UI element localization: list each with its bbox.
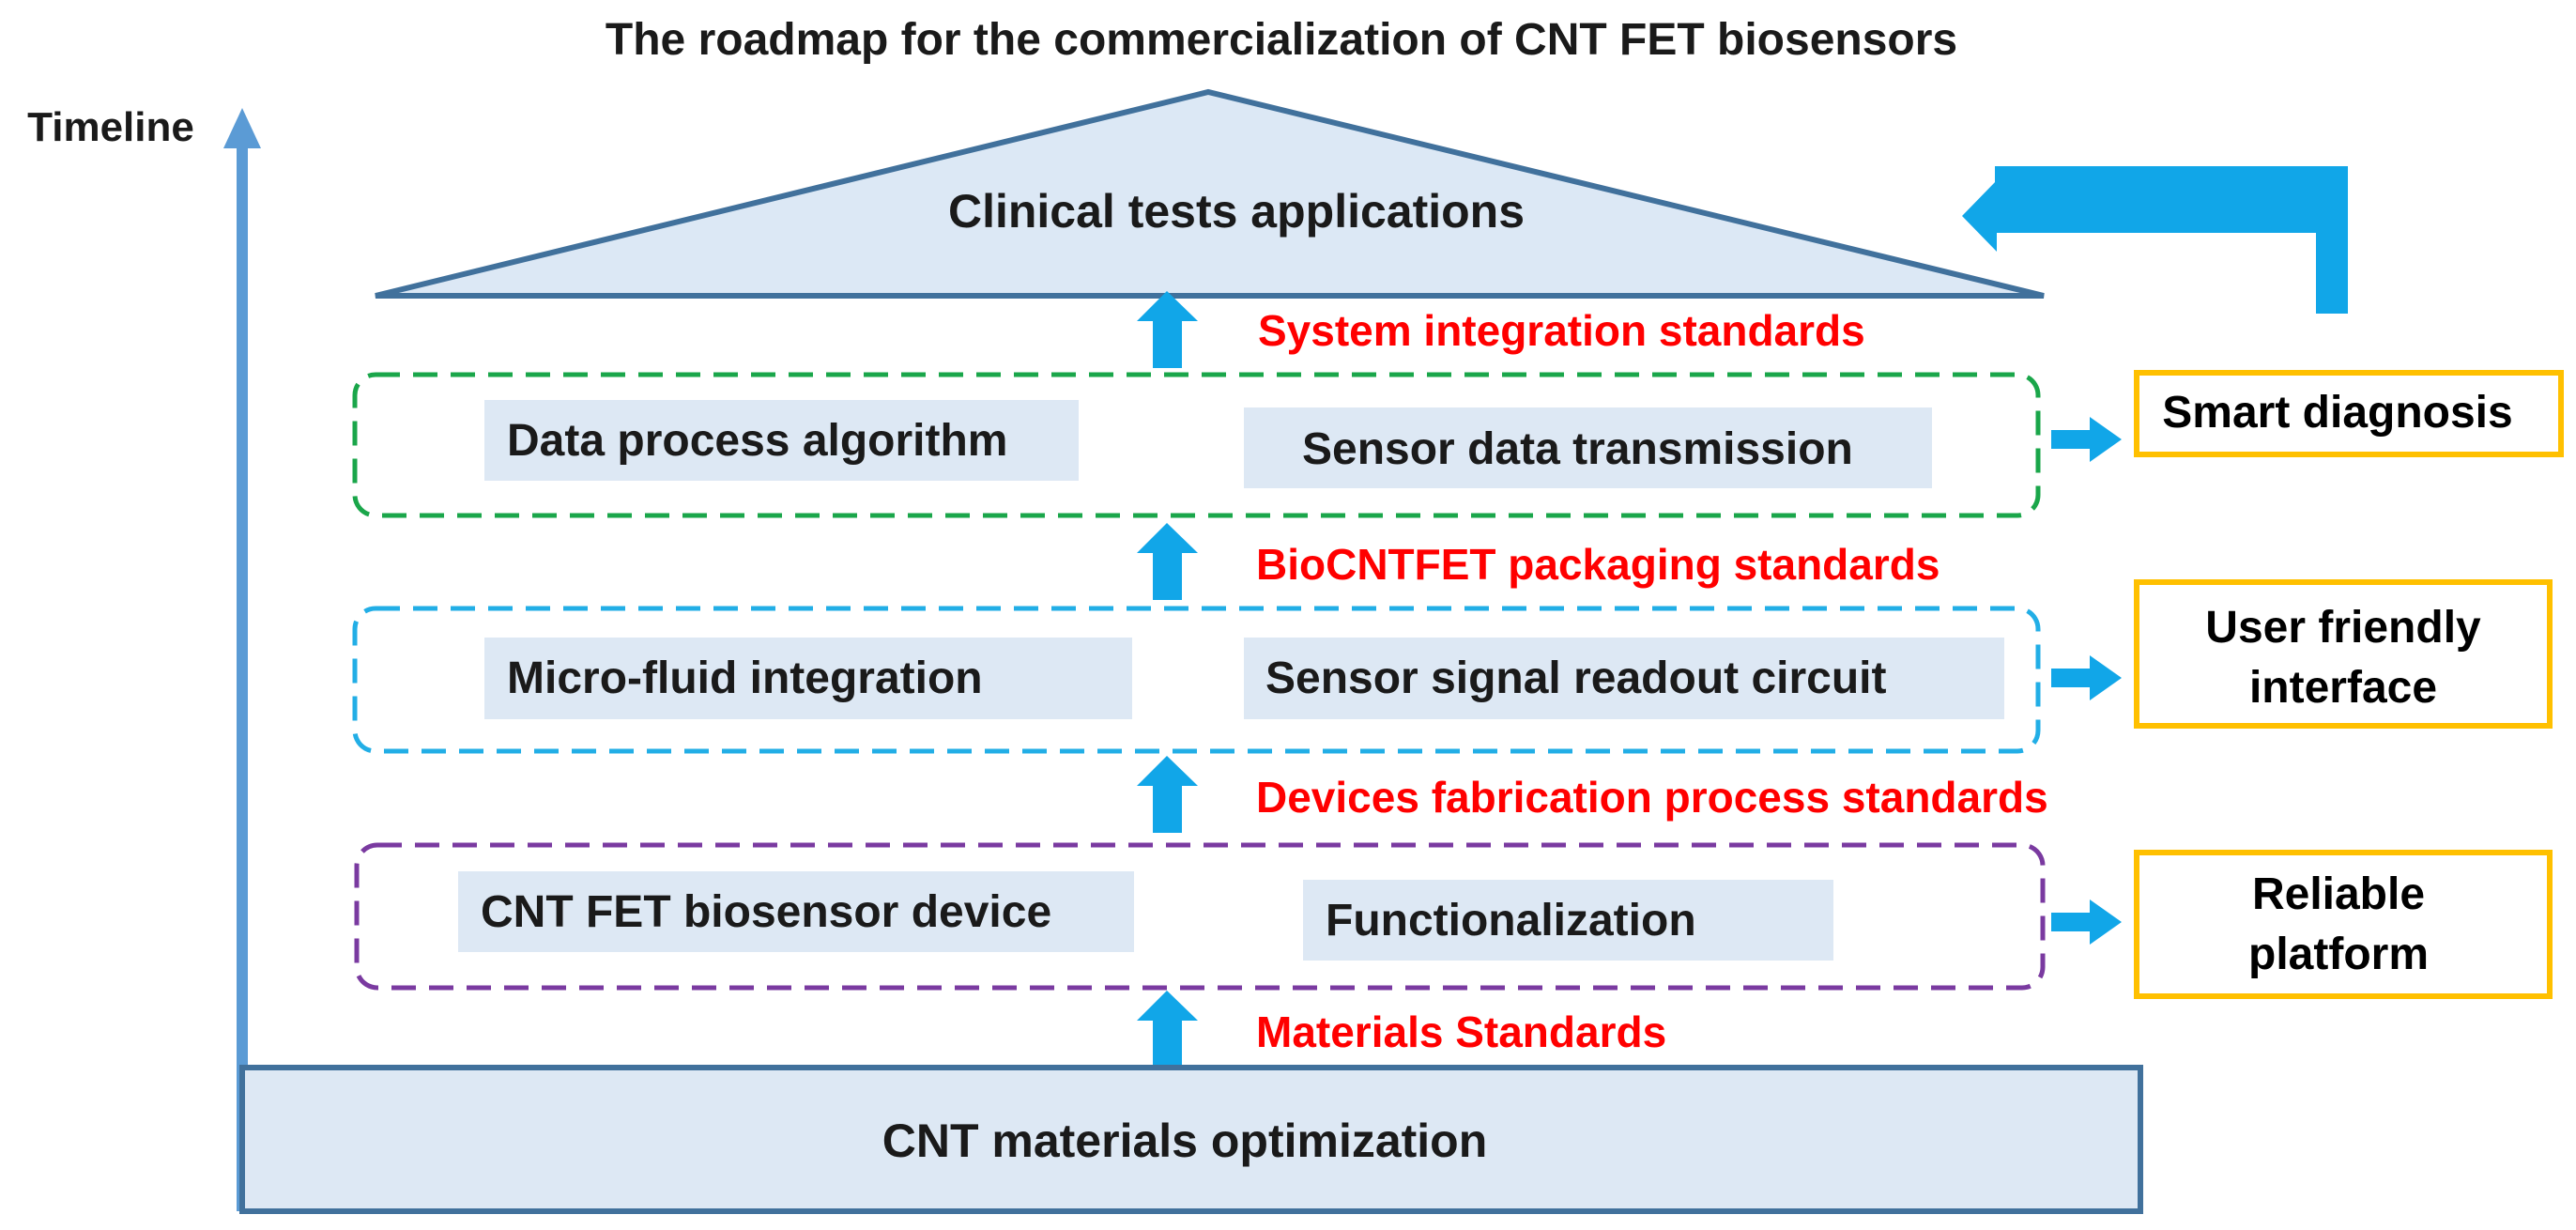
layer-system bbox=[352, 372, 2041, 518]
outcome-label: platform bbox=[2248, 930, 2429, 979]
base-label: CNT materials optimization bbox=[882, 1115, 1488, 1167]
item-box bbox=[1303, 880, 1833, 961]
timeline-label: Timeline bbox=[27, 104, 194, 150]
standard-label-packaging: BioCNTFET packaging standards bbox=[1256, 540, 1940, 589]
timeline-axis bbox=[223, 108, 261, 1211]
right-arrow-smart bbox=[2051, 417, 2122, 462]
layer-packaging bbox=[352, 606, 2041, 754]
layer-device bbox=[354, 842, 2046, 991]
item-box bbox=[1244, 638, 2004, 719]
base-block bbox=[239, 1065, 2143, 1214]
outcome-box-reliable-platform bbox=[2134, 850, 2553, 999]
item-box bbox=[484, 400, 1079, 481]
standard-label-materials: Materials Standards bbox=[1256, 1007, 1666, 1056]
item-label: Micro-fluid integration bbox=[507, 653, 983, 703]
outcome-label: Reliable bbox=[2252, 869, 2425, 919]
outcome-label: interface bbox=[2249, 663, 2437, 713]
outcome-label: User friendly bbox=[2205, 603, 2481, 653]
up-arrow-packaging bbox=[1137, 523, 1198, 600]
diagram-title: The roadmap for the commercialization of… bbox=[606, 15, 1957, 65]
standard-label-fabrication: Devices fabrication process standards bbox=[1256, 773, 2048, 822]
item-label: Sensor data transmission bbox=[1302, 424, 1853, 474]
up-arrow-materials bbox=[1137, 991, 1198, 1068]
outcome-label: Smart diagnosis bbox=[2162, 388, 2512, 438]
right-arrow-platform bbox=[2051, 899, 2122, 945]
right-arrow-interface bbox=[2051, 655, 2122, 700]
outcome-box-smart-diagnosis bbox=[2134, 370, 2564, 457]
item-label: Functionalization bbox=[1326, 896, 1696, 946]
item-box bbox=[1244, 407, 1932, 488]
standard-label-system: System integration standards bbox=[1258, 306, 1865, 355]
item-box bbox=[484, 638, 1132, 719]
outcome-box-user-interface bbox=[2134, 579, 2553, 729]
feedback-arrow bbox=[1962, 166, 2348, 314]
item-box bbox=[458, 871, 1134, 952]
item-label: CNT FET biosensor device bbox=[481, 887, 1051, 937]
up-arrow-system bbox=[1137, 291, 1198, 368]
item-label: Sensor signal readout circuit bbox=[1265, 653, 1887, 703]
up-arrow-device bbox=[1137, 756, 1198, 833]
roof-triangle bbox=[375, 88, 2045, 299]
item-label: Data process algorithm bbox=[507, 416, 1007, 466]
roof-label: Clinical tests applications bbox=[948, 185, 1525, 238]
